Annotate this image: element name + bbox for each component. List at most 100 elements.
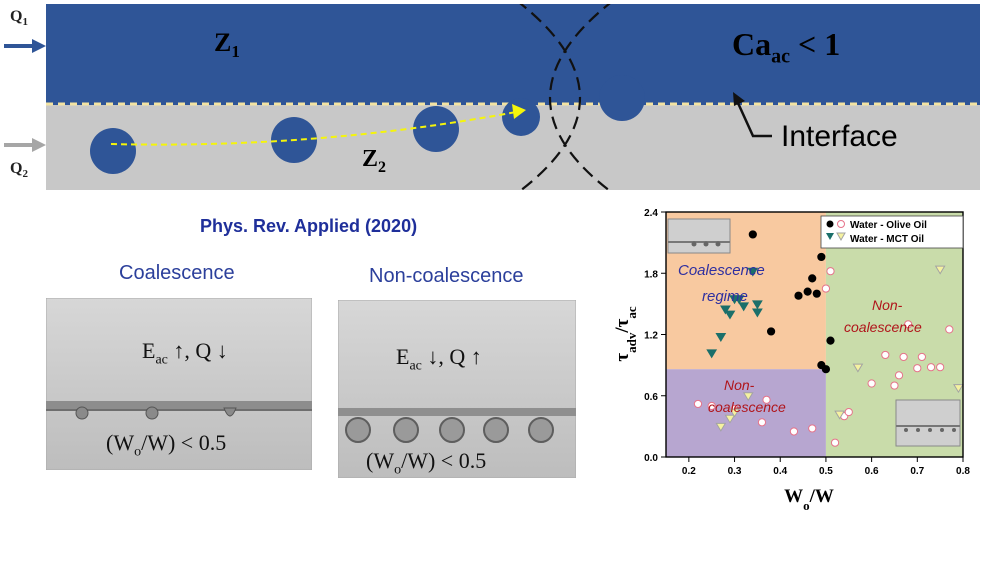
- data-point: [752, 308, 763, 318]
- droplet: [75, 406, 89, 420]
- micrograph-non-coalescence: Eac ↓, Q ↑ (Wo/W) < 0.5: [337, 299, 577, 479]
- data-point: [945, 325, 954, 334]
- x-tick-label: 0.3: [728, 466, 742, 477]
- droplet: [599, 75, 645, 121]
- data-point: [812, 289, 821, 298]
- region-label-regime: regime: [702, 288, 748, 305]
- data-point: [808, 274, 817, 283]
- data-point: [817, 361, 826, 370]
- channel-schematic: [46, 4, 980, 190]
- droplet: [345, 417, 371, 443]
- data-point: [917, 352, 926, 362]
- acoustic-lobe-left: [519, 4, 581, 190]
- droplet: [502, 98, 540, 136]
- droplet: [393, 417, 419, 443]
- data-point: [953, 384, 964, 394]
- legend-marker-mct-open: [836, 232, 846, 242]
- region-label-non-right-2: coalescence: [844, 319, 922, 335]
- region-label-non-right-1: Non-: [872, 297, 903, 313]
- droplet: [439, 417, 465, 443]
- formula-non-coalescence: Eac ↓, Q ↑: [396, 344, 482, 374]
- data-point: [867, 379, 876, 388]
- data-point: [894, 371, 904, 380]
- caption-coalescence: Coalescence: [119, 262, 235, 284]
- ratio-non-coalescence: (Wo/W) < 0.5: [366, 448, 487, 478]
- inflow-arrow-q2: [4, 138, 46, 152]
- data-point: [733, 295, 745, 305]
- data-point: [757, 418, 767, 427]
- y-tick-label: 2.4: [644, 208, 658, 219]
- y-axis-title: τadv/τac: [612, 306, 639, 362]
- reference-citation: Phys. Rev. Applied (2020): [200, 216, 418, 236]
- legend-marker-olive-open: [837, 220, 845, 228]
- droplet-trajectory: [110, 111, 517, 146]
- data-point: [904, 320, 913, 329]
- ratio-coalescence: (Wo/W) < 0.5: [106, 430, 227, 460]
- x-tick-label: 0.5: [819, 466, 833, 477]
- y-tick-label: 0.6: [644, 392, 658, 403]
- droplet: [528, 417, 554, 443]
- x-tick-label: 0.7: [910, 466, 924, 477]
- data-point: [794, 291, 803, 300]
- data-point: [707, 401, 716, 411]
- trajectory-arrowhead: [512, 104, 526, 119]
- q2-label: Q2: [10, 160, 28, 181]
- region-label-coalescence: Coalescence: [678, 262, 765, 279]
- data-point: [748, 230, 757, 239]
- data-point: [766, 327, 776, 336]
- data-point: [789, 427, 799, 436]
- z2-label: Z2: [362, 146, 387, 176]
- droplet: [483, 417, 509, 443]
- data-point: [936, 363, 945, 372]
- data-point: [913, 364, 922, 373]
- data-point: [693, 399, 703, 409]
- interface-pointer: [736, 102, 772, 138]
- top-fluid: [46, 4, 980, 105]
- x-axis-title: Wo/W: [784, 486, 834, 512]
- inset-micrograph-bottom: [895, 399, 961, 447]
- x-tick-label: 0.8: [956, 466, 970, 477]
- data-point: [826, 267, 835, 276]
- data-point: [852, 363, 864, 373]
- data-point: [724, 414, 736, 424]
- regime-region-1: [666, 369, 826, 457]
- data-point: [808, 424, 817, 433]
- data-point: [747, 267, 759, 277]
- q1-label: Q1: [10, 8, 28, 29]
- data-point: [881, 350, 890, 360]
- interface-label: Interface: [781, 120, 898, 153]
- data-point: [821, 284, 831, 293]
- data-point: [926, 363, 936, 372]
- droplet: [90, 128, 136, 174]
- inset-micrograph-top: [667, 218, 731, 254]
- data-point: [742, 392, 754, 402]
- x-tick-label: 0.6: [865, 466, 879, 477]
- x-tick-label: 0.4: [773, 466, 787, 477]
- droplet: [223, 407, 237, 417]
- data-point: [729, 408, 740, 418]
- z1-label: Z1: [214, 28, 240, 62]
- x-tick-label: 0.2: [682, 466, 696, 477]
- legend-label-mct: Water - MCT Oil: [850, 234, 924, 245]
- data-point: [899, 352, 908, 362]
- region-label-non-left-1: Non-: [724, 377, 755, 393]
- y-tick-label: 1.2: [644, 331, 658, 342]
- data-point: [720, 305, 731, 315]
- data-point: [834, 410, 846, 420]
- data-point: [762, 395, 771, 404]
- data-point: [752, 300, 763, 310]
- data-point: [844, 407, 853, 417]
- region-label-non-left-2: coalescence: [708, 399, 786, 415]
- droplet: [413, 106, 459, 152]
- droplet: [145, 406, 159, 420]
- caption-non-coalescence: Non-coalescence: [369, 265, 524, 287]
- channel-wall: [46, 401, 312, 410]
- acoustic-lobe-right: [549, 4, 611, 190]
- legend-label-olive: Water - Olive Oil: [850, 220, 927, 231]
- y-tick-label: 0.0: [644, 453, 658, 464]
- data-point: [738, 302, 750, 312]
- formula-coalescence: Eac ↑, Q ↓: [142, 338, 228, 368]
- chart-legend: Water - Olive Oil Water - MCT Oil: [820, 215, 964, 249]
- legend-marker-olive-filled: [826, 220, 834, 228]
